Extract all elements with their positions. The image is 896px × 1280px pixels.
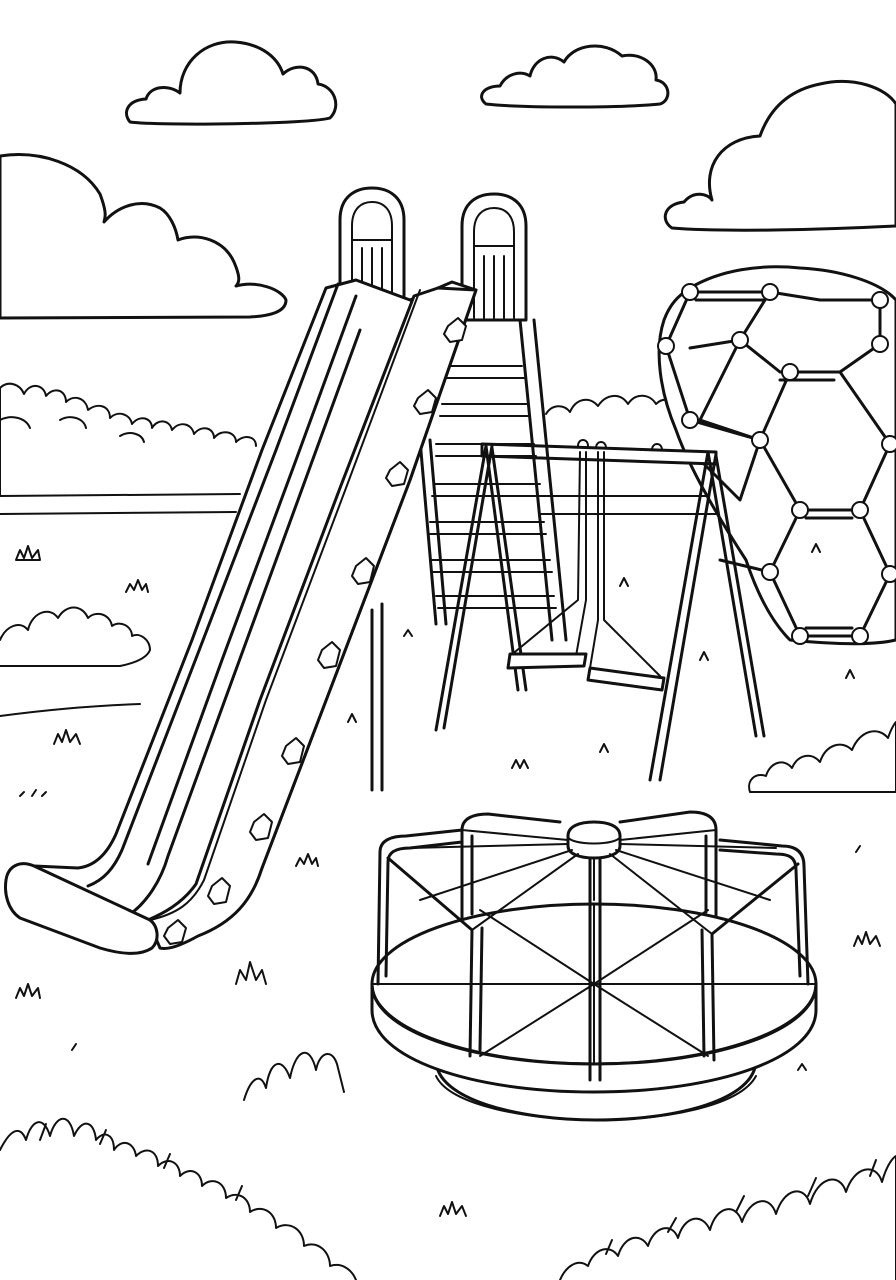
tower-arch-right-inner (473, 207, 515, 319)
swing-2-chains (589, 451, 661, 677)
bush-row-right (545, 394, 681, 415)
grass-foreground-left (0, 1117, 357, 1280)
bolt-6 (281, 737, 305, 765)
bolt-4 (351, 557, 375, 585)
bolt-5 (317, 641, 341, 669)
tower-post (370, 602, 384, 792)
bolt-1 (443, 317, 467, 343)
slide (4, 278, 478, 955)
dome-joints (657, 283, 896, 645)
swing-hooks (577, 439, 663, 451)
grass-tuft (53, 729, 81, 745)
bolt-2 (413, 389, 437, 415)
bolt-3 (385, 461, 409, 487)
grass-tuft (243, 1051, 345, 1101)
ladder-rails (418, 318, 568, 642)
slide-tower (338, 186, 568, 792)
slide-bottom-end (4, 862, 159, 955)
grass-tuft (295, 853, 319, 867)
grass-tuft (125, 579, 149, 593)
slide-left-rail (86, 282, 358, 888)
grass-tuft (71, 543, 861, 1071)
mgr-platform-side (370, 982, 818, 1094)
dome-climber (657, 265, 896, 646)
slide-bolts (163, 317, 467, 945)
bolt-7 (249, 813, 273, 841)
fence-rail-left (0, 493, 241, 515)
clouds (0, 40, 896, 320)
grass-tuft (19, 789, 47, 797)
swing-2-seat (586, 666, 666, 692)
bolt-8 (207, 877, 231, 905)
tower-arch-left-inner (351, 201, 393, 301)
mgr-center-hub (566, 820, 622, 860)
grass-tuft (235, 961, 267, 985)
cloud-3 (663, 79, 896, 232)
dome-outer (657, 265, 896, 646)
swing-right-frame (648, 450, 766, 782)
cloud-4 (0, 153, 288, 320)
mgr-platform-spokes (371, 903, 817, 1065)
bolt-9 (163, 919, 187, 945)
cloud-2 (480, 44, 670, 109)
bush-row-left-inner (0, 416, 145, 443)
mgr-top-bars (409, 829, 777, 935)
hill-line-left (0, 703, 141, 717)
bushes (0, 382, 896, 793)
grass-tuft (15, 545, 41, 561)
bush-right (748, 721, 896, 793)
ladder-rungs (429, 365, 557, 609)
bush-mid-left (0, 606, 151, 667)
swing-left-frame (434, 444, 528, 732)
mgr-hub-top (567, 835, 621, 845)
mgr-base-rim (435, 1075, 757, 1121)
swing-1-seat (506, 652, 588, 670)
slide-right-inner (149, 289, 421, 921)
slide-right-side (146, 286, 478, 950)
grass-tuft (15, 983, 41, 999)
grass-foreground-right (559, 1155, 896, 1280)
grass-tuft (439, 1201, 467, 1217)
swing-set (434, 439, 766, 782)
grass-tuft (853, 931, 881, 947)
cloud-1 (125, 40, 338, 126)
grass (0, 543, 896, 1280)
bush-row-left (0, 382, 257, 497)
tower-arch-left (338, 186, 406, 302)
merry-go-round (370, 810, 818, 1122)
grass-foreground-inner (39, 1123, 877, 1255)
swing-1-chains (509, 451, 587, 657)
